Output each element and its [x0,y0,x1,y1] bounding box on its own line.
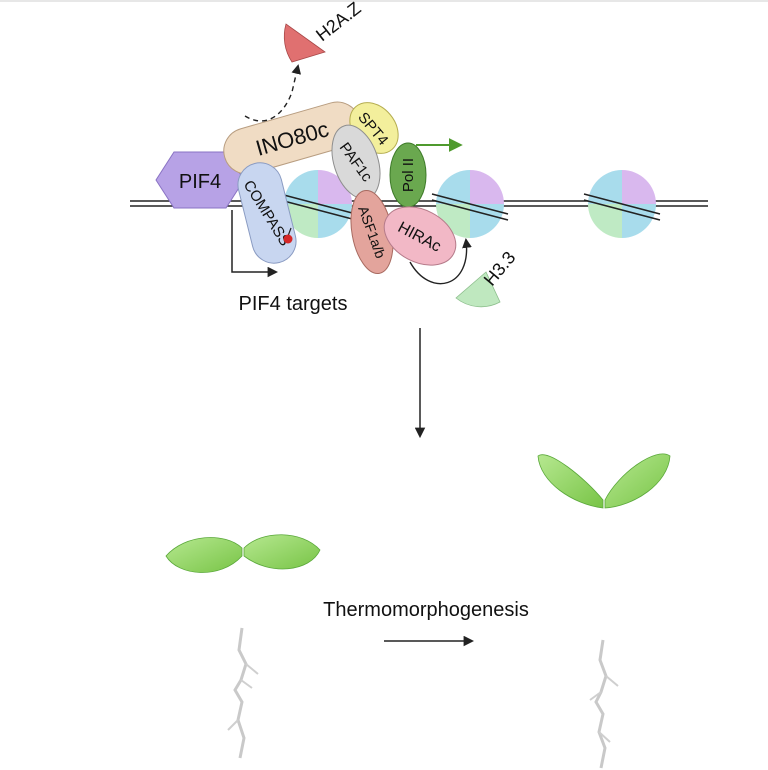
pif4-targets-label: PIF4 targets [239,293,348,315]
seedling-tall [537,453,671,769]
seedling-small [165,534,321,759]
ino80c-complex: INO80c [223,101,361,175]
nucleosome-2 [431,170,509,238]
h2az-histone: H2A.Z [283,0,365,63]
nucleosome-3 [583,170,661,238]
root-tall [594,639,608,769]
root-small [233,627,248,759]
process-label: Thermomorphogenesis [323,599,529,621]
nucleosome-1 [279,170,357,238]
pol2-enzyme: Pol II [389,142,427,208]
hirac-complex: HIRAc [383,206,457,266]
asf1-protein: ASF1a/b [350,189,394,275]
h33-deposition-arrow [409,238,472,285]
h2az-label: H2A.Z [312,0,365,45]
pol2-label: Pol II [400,158,417,192]
paf1c-complex: PAF1c [331,124,381,200]
pif4-label: PIF4 [179,171,221,193]
methylation-mark [283,234,293,244]
h2az-eviction-arrow [244,64,302,122]
tss-arrow [231,210,279,278]
pif4-hexagon: PIF4 [155,151,245,209]
